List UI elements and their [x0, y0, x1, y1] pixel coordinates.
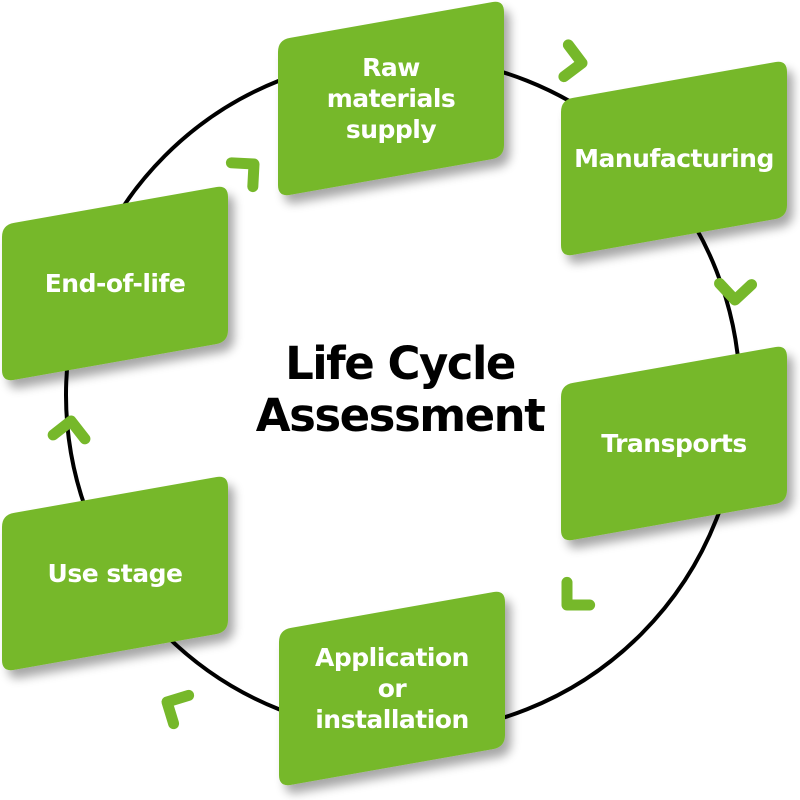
title-line-1: Life Cycle [285, 337, 516, 390]
stage-box-use-stage [2, 476, 228, 671]
diagram-title: Life Cycle Assessment [200, 338, 600, 442]
stage-box-raw-materials [278, 1, 504, 196]
arrow-endoflife-to-raw-icon [225, 157, 260, 193]
arrow-transports-to-application-icon [561, 576, 596, 611]
stage-box-end-of-life [2, 186, 228, 381]
title-line-2: Assessment [255, 389, 546, 442]
stage-box-application [279, 591, 505, 786]
stage-box-transports [561, 346, 787, 541]
stage-box-manufacturing [561, 61, 787, 256]
arrow-raw-to-manufacturing-icon [558, 39, 588, 83]
arrow-use-to-endoflife-icon [47, 415, 91, 445]
arrow-application-to-use-icon [161, 689, 195, 730]
arrow-manufacturing-to-transports-icon [714, 277, 758, 306]
